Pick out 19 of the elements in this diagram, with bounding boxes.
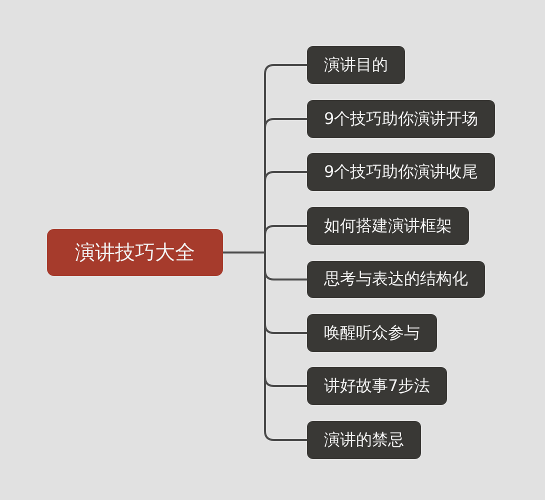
subtopic-text: 9个技巧助你演讲收尾 [324, 162, 478, 182]
subtopic-box [307, 153, 496, 191]
subtopic-box [307, 367, 448, 405]
subtopic-text: 9个技巧助你演讲开场 [324, 108, 478, 130]
central-topic-box [47, 229, 223, 276]
subtopic-box [307, 421, 421, 459]
subtopic-box [307, 314, 437, 352]
subtopic-text: 思考与表达的结构化 [324, 269, 468, 290]
connector-line [223, 252, 307, 441]
central-topic-text: 演讲技巧大全 [75, 239, 195, 266]
subtopic-box [307, 100, 496, 138]
subtopic-box [307, 261, 485, 298]
subtopic-box [307, 46, 405, 84]
subtopic-text: 演讲的禁忌 [324, 430, 404, 450]
subtopic-text: 讲好故事7步法 [324, 376, 430, 396]
subtopic-text: 唤醒听众参与 [324, 322, 420, 344]
subtopic-box [307, 207, 469, 245]
subtopic-text: 如何搭建演讲框架 [324, 216, 452, 236]
subtopic-text: 演讲目的 [324, 54, 388, 76]
